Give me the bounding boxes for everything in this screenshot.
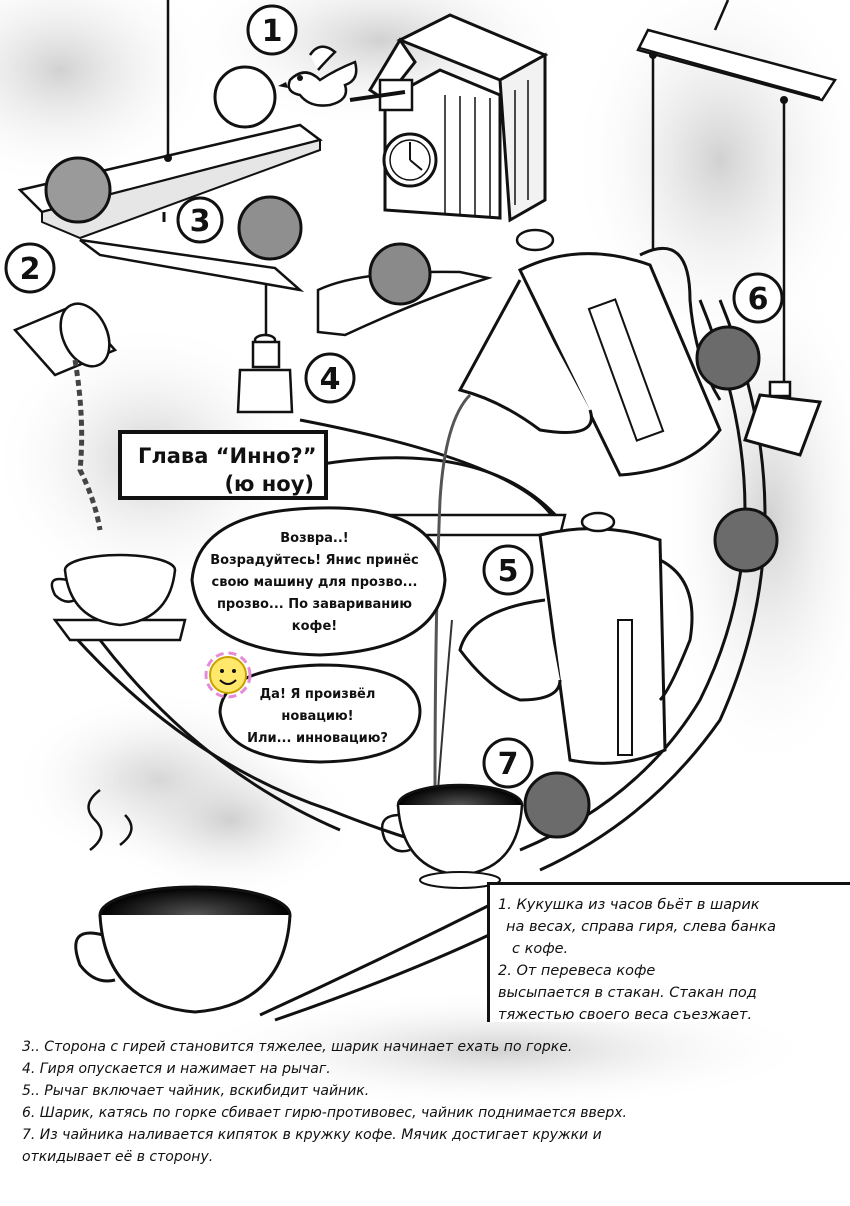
- chapter-subtitle: (ю ноу): [224, 472, 314, 496]
- chapter-title-box: Глава “Инно?” (ю ноу): [118, 430, 328, 500]
- step-line: 3.. Сторона с гирей становится тяжелее, …: [22, 1039, 573, 1055]
- ball-icon: [695, 325, 761, 391]
- bubble-line: кофе!: [291, 619, 338, 634]
- step-markers: 1 2 3 4 5 6 7: [4, 4, 784, 789]
- marker-4: 4: [320, 362, 341, 397]
- kettle-icon-lower: [458, 511, 694, 765]
- ball-icon: [713, 507, 779, 573]
- step-line: 5.. Рычаг включает чайник, вскибидит чай…: [22, 1083, 370, 1099]
- step-line: 6. Шарик, катясь по горке сбивает гирю-п…: [22, 1105, 627, 1121]
- marker-5: 5: [498, 554, 519, 589]
- step-line: 4. Гиря опускается и нажимает на рычаг.: [22, 1061, 331, 1077]
- bubble-line: Да! Я произвёл: [259, 687, 376, 702]
- balls: [44, 65, 779, 839]
- strings: [166, 0, 786, 390]
- legend-line: 1. Кукушка из часов бьёт в шарик: [498, 897, 760, 913]
- ball-icon: [523, 771, 591, 839]
- ball-icon: [213, 65, 277, 129]
- legend-box: 1. Кукушка из часов бьёт в шарик на веса…: [487, 882, 850, 1023]
- speech-bubbles: [190, 506, 447, 764]
- ball-icon: [237, 195, 303, 261]
- bird-icon: [278, 45, 358, 107]
- marker-6: 6: [748, 282, 769, 317]
- bubble-line: Или... инновацию?: [247, 731, 388, 746]
- coffee-can-icon: [12, 302, 118, 531]
- step-line: 7. Из чайника наливается кипяток в кружк…: [22, 1127, 602, 1143]
- counterweight-icon: [743, 380, 823, 457]
- bubble-line: Возвра..!: [280, 531, 349, 546]
- legend-line: 2. От перевеса кофе: [498, 963, 656, 979]
- weight-icon: [236, 333, 294, 414]
- water-stream: [433, 393, 472, 791]
- kettle-icon-upper: [457, 228, 722, 477]
- marker-2: 2: [20, 252, 41, 287]
- step-line: откидывает её в сторону.: [22, 1149, 214, 1165]
- cup-icon-left: [50, 553, 177, 627]
- cup-icon-center: [380, 783, 524, 889]
- bubble-line: Возрадуйтесь! Янис принёс: [210, 553, 419, 568]
- bubble-line: прозво... По завариванию: [216, 597, 413, 612]
- speech-bubble-1: Возвра..! Возрадуйтесь! Янис принёс свою…: [192, 528, 437, 638]
- cuckoo-clock-icon: [349, 13, 549, 223]
- chapter-title: Глава “Инно?”: [138, 444, 317, 468]
- marker-3: 3: [190, 204, 211, 239]
- ball-icon: [368, 242, 432, 306]
- legend-line: тяжестью своего веса съезжает.: [498, 1007, 753, 1023]
- ramp-plank: [79, 212, 305, 292]
- marker-1: 1: [262, 14, 283, 49]
- ceiling-beam: [636, 28, 837, 104]
- steps-text: 3.. Сторона с гирей становится тяжелее, …: [22, 1036, 832, 1168]
- bubble-line: новацию!: [281, 709, 354, 724]
- speech-bubble-2: Да! Я произвёл новацию! Или... инновацию…: [230, 684, 405, 750]
- ball-icon: [44, 156, 112, 224]
- marker-7: 7: [498, 747, 519, 782]
- character-icon: [204, 651, 252, 699]
- legend-line: высыпается в стакан. Стакан под: [498, 985, 757, 1001]
- legend-line: на весах, справа гиря, слева банка: [506, 919, 777, 935]
- cup-icon-big: [74, 789, 292, 1014]
- bubble-line: свою машину для прозво...: [211, 575, 418, 590]
- legend-line: с кофе.: [512, 941, 569, 957]
